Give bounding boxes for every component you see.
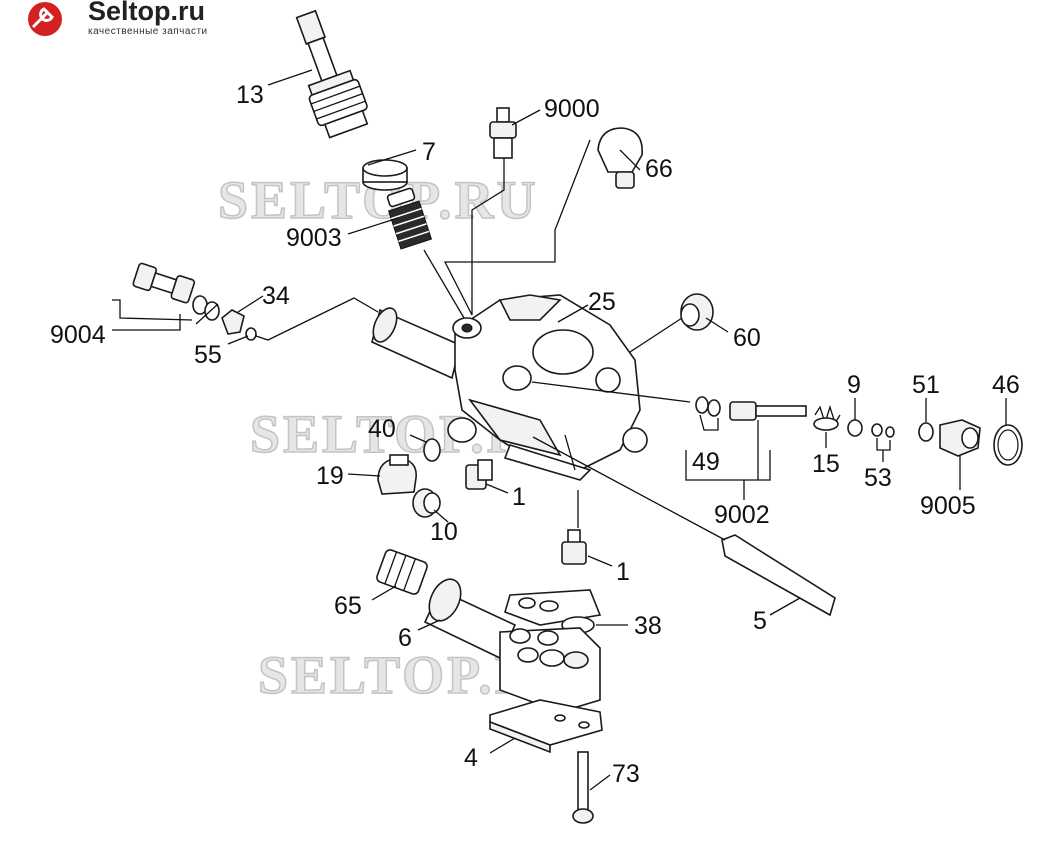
part-5-gasket-strip — [721, 534, 836, 617]
callout-6: 6 — [398, 624, 412, 652]
leader-lines — [112, 69, 1007, 791]
callout-9: 9 — [847, 371, 861, 399]
part-55-small-ring — [245, 327, 257, 341]
callout-40: 40 — [368, 415, 396, 443]
part-9000-nipple — [489, 107, 517, 159]
part-34-plug — [221, 309, 245, 335]
part-40-o-ring — [423, 438, 441, 462]
part-49-o-rings — [695, 396, 721, 417]
callout-51: 51 — [912, 371, 940, 399]
callout-9005: 9005 — [920, 492, 976, 520]
logo-wrench-icon — [31, 7, 54, 29]
part-1-check-valve-lower — [561, 529, 587, 565]
brand-logo: Seltop.ru качественные запчасти — [28, 0, 208, 37]
part-4-bracket — [489, 699, 603, 754]
callout-10: 10 — [430, 518, 458, 546]
part-9005-valve-cap — [939, 419, 981, 457]
part-19-drain-plug — [377, 454, 417, 495]
part-46-large-o-ring — [993, 424, 1023, 466]
part-10-plug — [412, 488, 441, 518]
part-65-filter — [376, 549, 428, 595]
callout-34: 34 — [262, 282, 290, 310]
part-25-pump-body — [371, 294, 648, 481]
callout-9003: 9003 — [286, 224, 342, 252]
callout-19: 19 — [316, 462, 344, 490]
part-73-bolt — [572, 751, 594, 824]
brand-name: Seltop.ru — [88, 0, 205, 26]
part-60-knob — [680, 293, 714, 331]
watermark-top: SELTOP.RU — [218, 170, 539, 230]
part-9-washer — [847, 419, 863, 437]
part-9003-valve-spring — [386, 187, 433, 250]
part-66-cap — [597, 127, 643, 189]
part-1-check-valve-upper — [465, 459, 493, 490]
callout-49: 49 — [692, 448, 720, 476]
callout-73: 73 — [612, 760, 640, 788]
callout-46: 46 — [992, 371, 1020, 399]
part-53-rings — [871, 423, 895, 438]
callout-9000: 9000 — [544, 95, 600, 123]
callout-25: 25 — [588, 288, 616, 316]
callout-1-lower: 1 — [616, 558, 630, 586]
callout-9004: 9004 — [50, 321, 106, 349]
callout-7: 7 — [422, 138, 436, 166]
callout-60: 60 — [733, 324, 761, 352]
callout-66: 66 — [645, 155, 673, 183]
part-9002-piston — [729, 401, 807, 421]
part-51-o-ring — [918, 422, 934, 442]
callout-1-upper: 1 — [512, 483, 526, 511]
callout-55: 55 — [194, 341, 222, 369]
part-38-gasket — [504, 589, 602, 634]
part-13-hose-coupler — [295, 9, 369, 139]
callout-4: 4 — [464, 744, 478, 772]
part-15-spring — [813, 404, 841, 431]
callout-5: 5 — [753, 607, 767, 635]
callout-38: 38 — [634, 612, 662, 640]
callout-65: 65 — [334, 592, 362, 620]
lower-manifold-block — [499, 627, 601, 713]
callout-15: 15 — [812, 450, 840, 478]
part-7-seal-ring — [362, 159, 408, 191]
brand-tagline: качественные запчасти — [88, 26, 208, 37]
part-9004-fitting — [132, 262, 220, 321]
callout-53: 53 — [864, 464, 892, 492]
callout-9002: 9002 — [714, 501, 770, 529]
callout-labels: 13 7 9000 66 9003 34 9004 55 25 60 9 51 … — [50, 81, 1020, 788]
callout-13: 13 — [236, 81, 264, 109]
